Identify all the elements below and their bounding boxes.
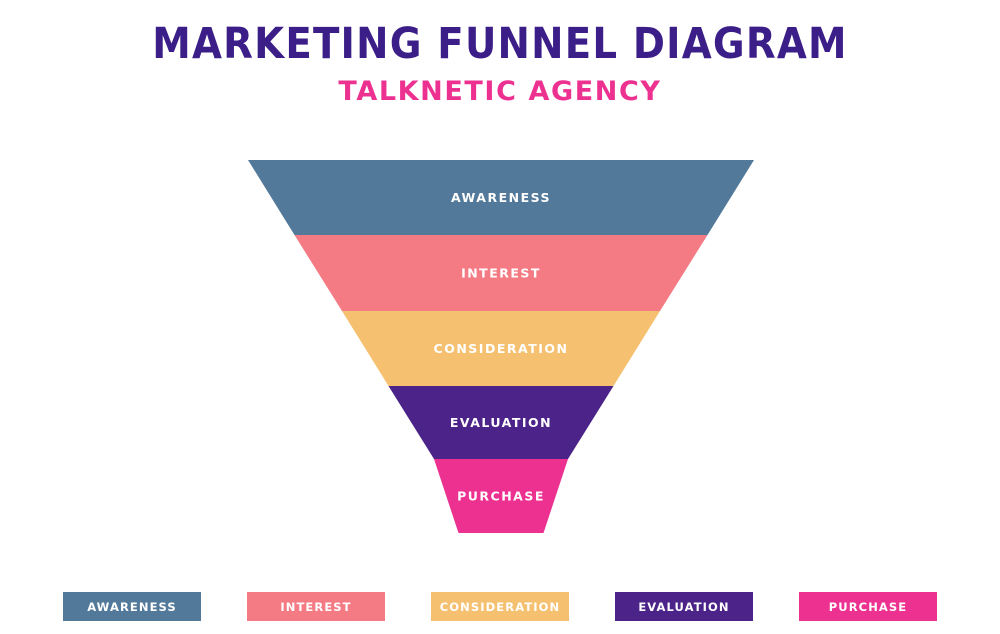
funnel-segments: AWARENESS INTEREST CONSIDERATION EVALUAT…	[248, 160, 754, 533]
funnel-segment-awareness[interactable]: AWARENESS	[248, 160, 754, 235]
funnel-segment-interest-label: INTEREST	[461, 266, 541, 281]
header: MARKETING FUNNEL DIAGRAM TALKNETIC AGENC…	[0, 0, 1000, 106]
legend: AWARENESS INTEREST CONSIDERATION EVALUAT…	[0, 592, 1000, 622]
legend-item-consideration[interactable]: CONSIDERATION	[431, 592, 569, 621]
funnel-segment-evaluation-shape	[388, 386, 614, 459]
legend-item-label: PURCHASE	[828, 599, 908, 614]
legend-item-evaluation[interactable]: EVALUATION	[615, 592, 753, 621]
funnel-svg: AWARENESS INTEREST CONSIDERATION EVALUAT…	[248, 160, 754, 533]
funnel-segment-consideration[interactable]: CONSIDERATION	[342, 311, 660, 386]
legend-item-interest[interactable]: INTEREST	[247, 592, 385, 621]
funnel-segment-consideration-label: CONSIDERATION	[434, 341, 569, 356]
funnel-segment-purchase[interactable]: PURCHASE	[434, 459, 568, 533]
funnel-segment-evaluation-label: EVALUATION	[450, 415, 552, 430]
funnel-chart: AWARENESS INTEREST CONSIDERATION EVALUAT…	[0, 155, 1000, 545]
funnel-segment-purchase-label: PURCHASE	[457, 489, 545, 504]
funnel-segment-interest-shape	[294, 235, 708, 311]
funnel-segment-consideration-shape	[342, 311, 660, 386]
funnel-segment-purchase-shape	[434, 459, 568, 533]
funnel-segment-awareness-label: AWARENESS	[451, 190, 551, 205]
legend-item-awareness[interactable]: AWARENESS	[63, 592, 201, 621]
funnel-segment-awareness-shape	[248, 160, 754, 235]
legend-item-label: CONSIDERATION	[439, 599, 561, 614]
legend-item-label: INTEREST	[280, 599, 352, 614]
legend-item-label: EVALUATION	[638, 599, 730, 614]
page-title: MARKETING FUNNEL DIAGRAM	[152, 19, 848, 69]
legend-item-label: AWARENESS	[87, 599, 177, 614]
funnel-segment-interest[interactable]: INTEREST	[294, 235, 708, 311]
page-subtitle: TALKNETIC AGENCY	[338, 76, 662, 108]
legend-item-purchase[interactable]: PURCHASE	[799, 592, 937, 621]
funnel-segment-evaluation[interactable]: EVALUATION	[388, 386, 614, 459]
